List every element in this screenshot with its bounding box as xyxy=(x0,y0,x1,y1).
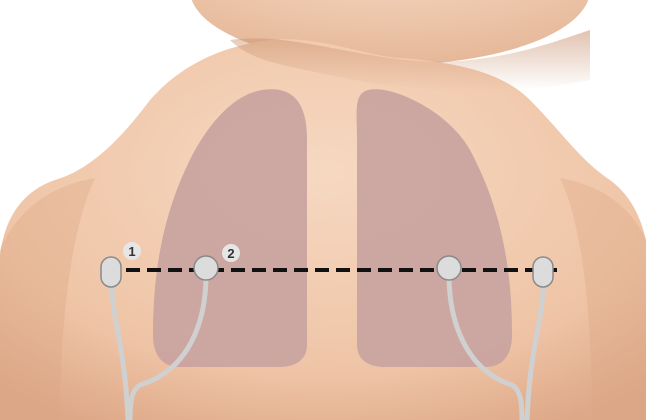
electrode-2[interactable] xyxy=(194,256,218,280)
electrode-4[interactable] xyxy=(533,257,553,287)
electrode-1-label-badge: 1 xyxy=(123,242,141,260)
electrode-1-label: 1 xyxy=(128,244,135,259)
electrode-2-label: 2 xyxy=(227,246,234,261)
electrode-3[interactable] xyxy=(437,256,461,280)
electrode-1[interactable] xyxy=(101,257,121,287)
electrode-2-label-badge: 2 xyxy=(222,244,240,262)
torso xyxy=(0,39,646,420)
